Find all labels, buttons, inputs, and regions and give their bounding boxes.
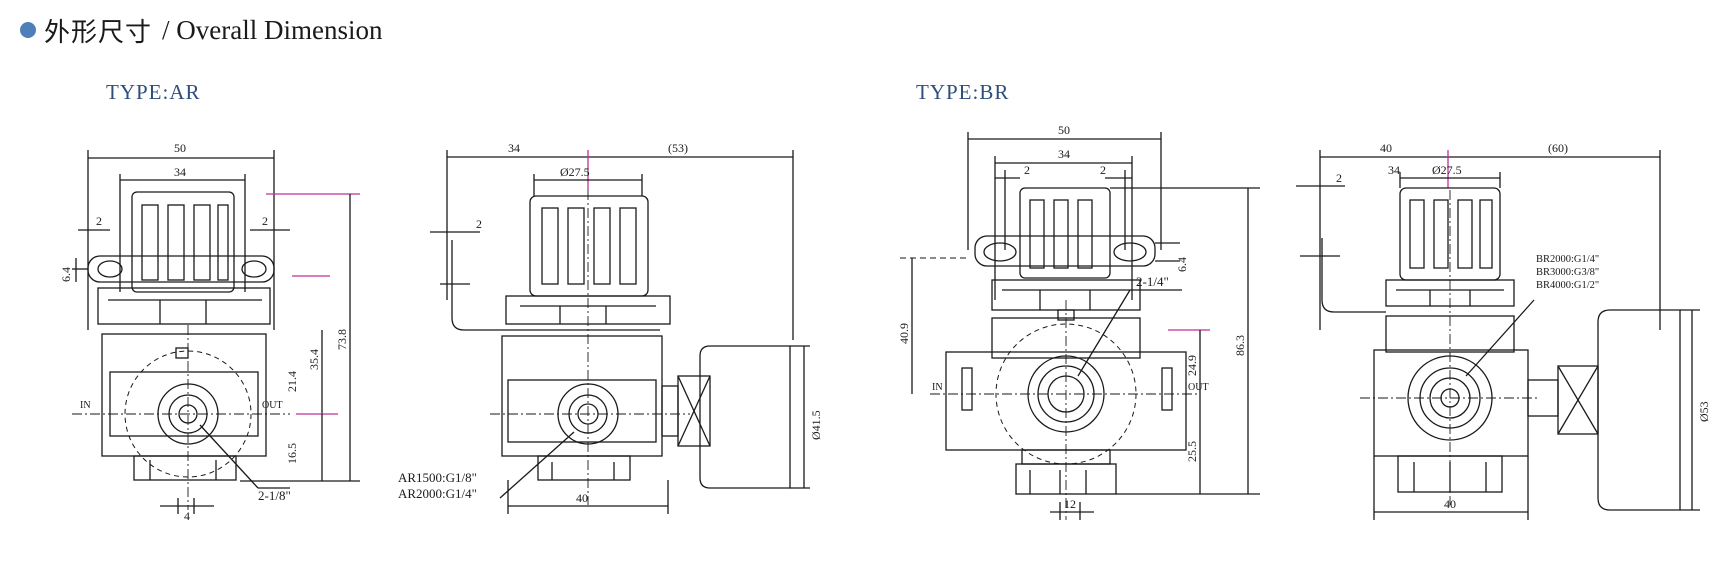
ar-side-dim-34: 34 — [508, 141, 520, 155]
type-ar-label: TYPE:AR — [106, 80, 201, 104]
ar-side-dim-dia-41-5: Ø41.5 — [809, 410, 823, 440]
ar-front-dim-gap-left: 2 — [96, 214, 102, 228]
br-front-dim-gap-right: 2 — [1100, 163, 1106, 177]
ar-side-dim-53: (53) — [668, 141, 688, 155]
ar-front-dim-35-4: 35.4 — [307, 349, 321, 370]
br-side-dim-bottom-40: 40 — [1444, 497, 1456, 511]
br-side-dim-dia-53: Ø53 — [1697, 401, 1711, 422]
title-chinese: 外形尺寸 — [44, 17, 153, 48]
ar-side-view — [430, 150, 810, 514]
ar-front-dim-50: 50 — [174, 141, 186, 155]
br-front-dim-50: 50 — [1058, 123, 1070, 137]
ar-side-dim-2: 2 — [476, 217, 482, 231]
br-front-thread-label: 2-1/4" — [1136, 274, 1169, 289]
page-header: 外形尺寸 / Overall Dimension — [20, 10, 382, 50]
ar-side-dim-dia-27-5: Ø27.5 — [560, 165, 590, 179]
br-side-dim-2: 2 — [1336, 171, 1342, 185]
ar-front-dim-16-5: 16.5 — [285, 443, 299, 464]
title-english: / Overall Dimension — [162, 14, 383, 45]
bullet-icon — [20, 22, 36, 38]
br-front-dim-34: 34 — [1058, 147, 1070, 161]
type-br-label: TYPE:BR — [916, 80, 1010, 104]
br-front-port-in: IN — [932, 382, 943, 393]
br-side-dim-34: 34 — [1388, 163, 1400, 177]
br-front-dim-86-3: 86.3 — [1233, 335, 1247, 356]
br-front-dim-gap-left: 2 — [1024, 163, 1030, 177]
ar-front-thread-label: 2-1/8" — [258, 488, 291, 503]
br-front-dim-25-5: 25.5 — [1185, 441, 1199, 462]
br-front-port-out: OUT — [1188, 382, 1209, 393]
br-side-dim-dia-27-5: Ø27.5 — [1432, 163, 1462, 177]
br-side-dim-60: (60) — [1548, 141, 1568, 155]
br-front-dim-40-9: 40.9 — [897, 323, 911, 344]
ar-front-dim-21-4: 21.4 — [285, 371, 299, 392]
br-side-view — [1296, 150, 1700, 520]
ar-side-dim-40: 40 — [576, 491, 588, 505]
ar-front-dim-gap-right: 2 — [262, 214, 268, 228]
ar-front-dim-34: 34 — [174, 165, 186, 179]
ar-side-note-1: AR1500:G1/8" — [398, 470, 477, 485]
ar-front-port-in: IN — [80, 400, 91, 411]
ar-front-dim-73-8: 73.8 — [335, 329, 349, 350]
br-front-view — [900, 132, 1260, 520]
br-front-dim-24-9: 24.9 — [1185, 355, 1199, 376]
ar-front-port-out: OUT — [262, 400, 283, 411]
br-side-note-1: BR2000:G1/4" — [1536, 254, 1599, 265]
br-front-dim-12: 12 — [1064, 497, 1076, 511]
br-side-note-3: BR4000:G1/2" — [1536, 280, 1599, 291]
ar-front-dim-4: 4 — [184, 509, 190, 523]
ar-side-note-2: AR2000:G1/4" — [398, 486, 477, 501]
br-side-dim-40: 40 — [1380, 141, 1392, 155]
br-side-note-2: BR3000:G3/8" — [1536, 267, 1599, 278]
ar-front-view — [72, 150, 360, 514]
ar-front-dim-6-4: 6.4 — [59, 267, 73, 282]
br-front-dim-6-4: 6.4 — [1175, 257, 1189, 272]
